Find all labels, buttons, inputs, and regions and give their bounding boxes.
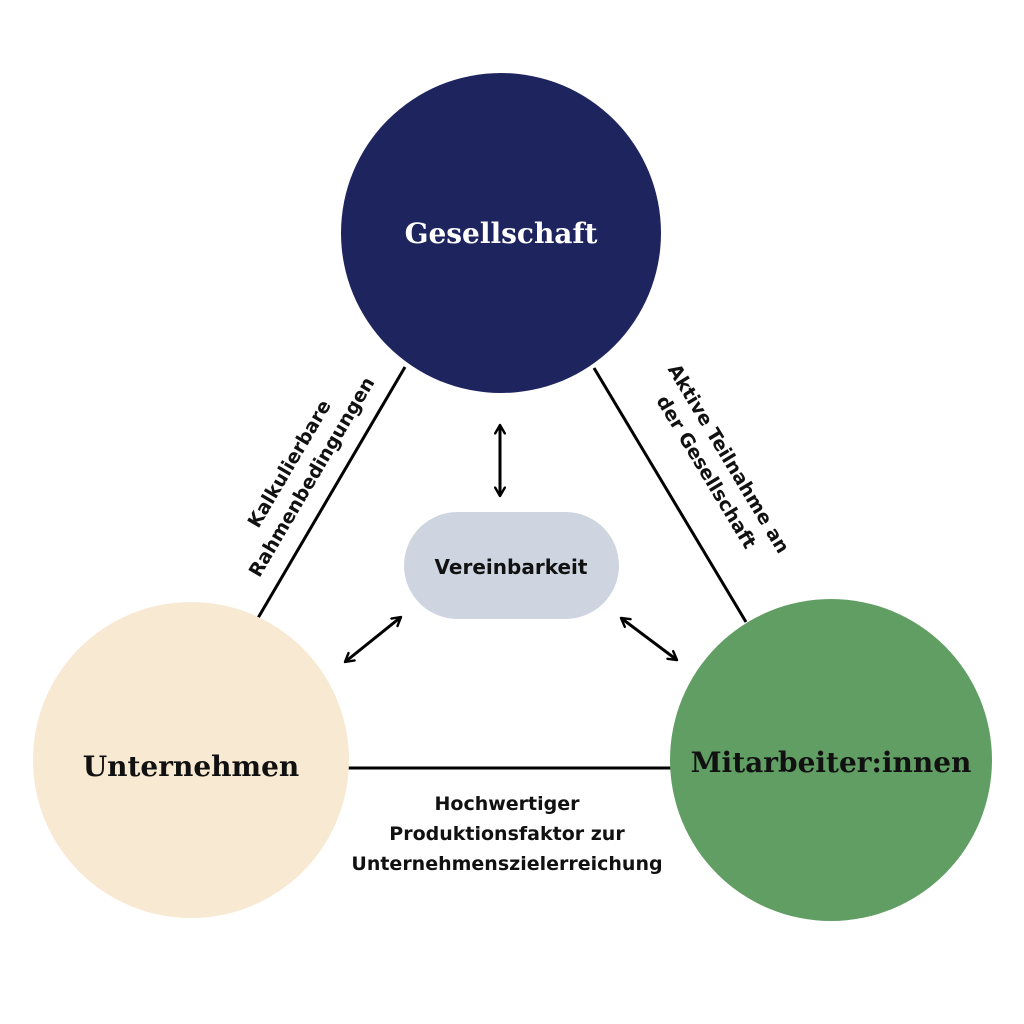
node-unternehmen	[33, 602, 349, 918]
node-gesellschaft-label: Gesellschaft	[405, 217, 598, 250]
node-mitarbeiter-innen	[670, 599, 992, 921]
edge-label-left-right-line-1: Hochwertiger	[434, 793, 580, 815]
node-vereinbarkeit	[404, 512, 619, 619]
node-mitarbeiter-innen-label: Mitarbeiter:innen	[691, 746, 972, 779]
edge-line-top-left	[256, 366, 407, 619]
node-unternehmen-label: Unternehmen	[83, 750, 300, 783]
node-gesellschaft	[341, 73, 661, 393]
edge-label-left-right-line-3: Unternehmenszielerreichung	[351, 853, 662, 875]
edge-label-top-right: Aktive Teilnahme an der Gesellschaft	[652, 360, 794, 557]
arrow-center-left	[343, 615, 403, 664]
node-vereinbarkeit-label: Vereinbarkeit	[435, 555, 588, 579]
edge-label-left-right: Hochwertiger Produktionsfaktor zur Unter…	[351, 793, 662, 875]
edge-label-left-right-line-2: Produktionsfaktor zur	[389, 823, 625, 845]
edge-line-top-right	[592, 367, 748, 623]
edge-label-top-left: Kalkulierbare Rahmenbedingungen	[244, 373, 380, 581]
arrow-center-right	[619, 616, 679, 662]
